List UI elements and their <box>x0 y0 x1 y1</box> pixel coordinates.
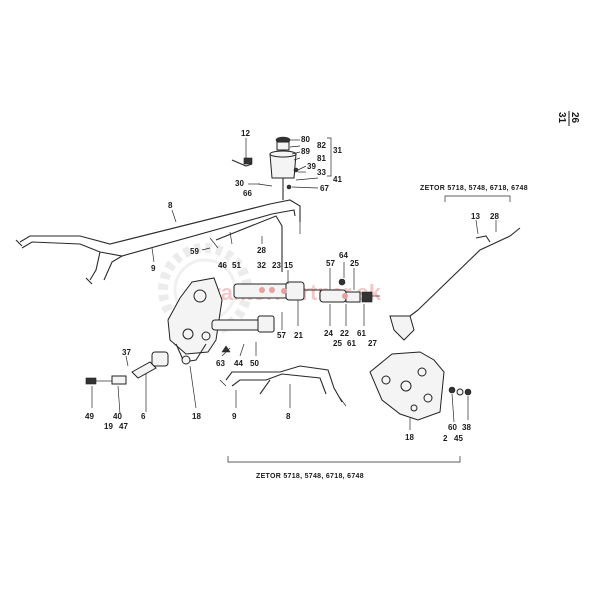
label-45: 45 <box>454 434 463 443</box>
label-61-lower: 61 <box>347 339 356 348</box>
label-9-upper: 9 <box>151 264 156 273</box>
bracket-31 <box>327 137 332 177</box>
label-49: 49 <box>85 412 94 421</box>
label-80: 80 <box>301 135 310 144</box>
bracket-right-group <box>444 195 511 202</box>
label-57-lower: 57 <box>277 331 286 340</box>
pushrod-right <box>389 227 521 341</box>
label-28-upper: 28 <box>257 246 266 255</box>
label-24: 24 <box>324 329 333 338</box>
label-51: 51 <box>232 261 241 270</box>
label-25-upper: 25 <box>350 259 359 268</box>
label-66: 66 <box>243 189 252 198</box>
label-89: 89 <box>301 147 310 156</box>
label-8-lower: 8 <box>286 412 291 421</box>
label-30: 30 <box>235 179 244 188</box>
label-19: 19 <box>104 422 113 431</box>
label-18-left: 18 <box>192 412 201 421</box>
slave-cylinder-parts <box>319 278 380 303</box>
label-25-lower: 25 <box>333 339 342 348</box>
label-59: 59 <box>190 247 199 256</box>
label-2: 2 <box>443 434 448 443</box>
label-15: 15 <box>284 261 293 270</box>
reservoir-assembly <box>231 136 299 200</box>
label-9-lower: 9 <box>232 412 237 421</box>
label-38: 38 <box>462 423 471 432</box>
label-46: 46 <box>218 261 227 270</box>
label-50: 50 <box>250 359 259 368</box>
label-27: 27 <box>368 339 377 348</box>
label-32: 32 <box>257 261 266 270</box>
leader-lines <box>91 138 497 430</box>
label-63: 63 <box>216 359 225 368</box>
label-67: 67 <box>320 184 329 193</box>
label-81: 81 <box>317 154 326 163</box>
label-64: 64 <box>339 251 348 260</box>
label-8-upper: 8 <box>168 201 173 210</box>
label-40: 40 <box>113 412 122 421</box>
caption-bottom-group: ZETOR 5718, 5748, 6718, 6748 <box>256 473 364 480</box>
label-13: 13 <box>471 212 480 221</box>
label-6: 6 <box>141 412 146 421</box>
label-23: 23 <box>272 261 281 270</box>
label-37: 37 <box>122 348 131 357</box>
label-44: 44 <box>234 359 243 368</box>
page-number-bottom: 31 <box>556 112 567 124</box>
label-41: 41 <box>333 175 342 184</box>
page-number-top: 26 <box>569 112 580 124</box>
label-82: 82 <box>317 141 326 150</box>
page-number: 26 31 <box>556 111 580 126</box>
part-labels: 12 80 82 89 31 81 39 33 41 30 66 67 8 9 … <box>85 129 528 480</box>
label-39: 39 <box>307 162 316 171</box>
label-22: 22 <box>340 329 349 338</box>
label-47: 47 <box>119 422 128 431</box>
bracket-lower-right <box>369 351 472 421</box>
label-21: 21 <box>294 331 303 340</box>
pipe-set-upper <box>15 199 301 285</box>
label-57-upper: 57 <box>326 259 335 268</box>
label-60: 60 <box>448 423 457 432</box>
label-31: 31 <box>333 146 342 155</box>
caption-right-group: ZETOR 5718, 5748, 6718, 6748 <box>420 185 528 192</box>
label-28-right: 28 <box>490 212 499 221</box>
bracket-bottom-group <box>227 456 461 463</box>
label-33: 33 <box>317 168 326 177</box>
label-61-upper: 61 <box>357 329 366 338</box>
pipe-set-lower <box>219 365 347 407</box>
label-18-right: 18 <box>405 433 414 442</box>
label-12: 12 <box>241 129 250 138</box>
cylinder-assembly-center <box>85 277 330 385</box>
